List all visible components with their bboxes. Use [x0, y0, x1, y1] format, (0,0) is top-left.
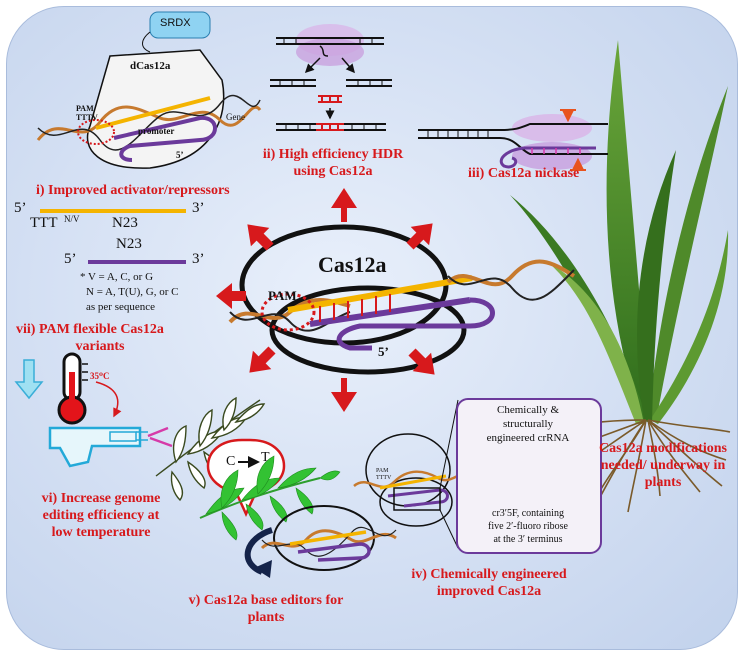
caption-vi-line1: vi) Increase genome — [41, 491, 161, 506]
box-line1: Chemically & — [496, 404, 559, 416]
target-strand — [287, 275, 473, 313]
center-pam-label: PAM — [268, 288, 297, 303]
box-line3: engineered crRNA — [486, 432, 570, 444]
seq-top-ttt: TTT — [30, 215, 58, 231]
box-line4: cr3′5F, containing — [492, 508, 564, 519]
ct-to: T — [261, 450, 270, 465]
seq-top-n23: N23 — [112, 215, 138, 231]
five-prime-i: 5’ — [176, 150, 184, 160]
ct-from: C — [226, 454, 236, 469]
seq-note2: N = A, T(U), G, or C — [86, 286, 179, 298]
caption-v-line2: plants — [247, 610, 285, 625]
box-line6: at the 3′ terminus — [493, 534, 563, 545]
arrow-up — [331, 188, 357, 222]
seq-top-nv: N/V — [64, 214, 80, 224]
temperature-label: 35⁰C — [90, 371, 110, 381]
leaf-blade — [648, 86, 728, 422]
crrna-strand — [113, 115, 217, 162]
gun-icon — [48, 426, 142, 468]
center-five-prime: 5’ — [378, 344, 389, 359]
plant-illustration — [510, 40, 731, 513]
seq-note1: * V = A, C, or G — [80, 271, 154, 283]
leaf-sketch — [155, 396, 266, 502]
target-strand — [95, 96, 211, 130]
right-caption-line1: Cas12a modifications — [599, 441, 727, 456]
caption-vii-line1: vii) PAM flexible Cas12a — [16, 322, 164, 337]
seq-top-3: 3’ — [192, 200, 205, 216]
small-pam-label: PAM — [376, 468, 389, 474]
dna-strand — [447, 269, 575, 301]
caption-v-line1: v) Cas12a base editors for — [188, 593, 344, 608]
arrow-down-right — [408, 348, 435, 375]
srdx-box — [149, 11, 211, 39]
right-caption-line2: needed/ underway in — [600, 458, 726, 473]
seq-note3: as per sequence — [86, 301, 156, 313]
pam-highlight — [77, 119, 115, 145]
dna-strand — [36, 105, 262, 141]
crrna-loop — [336, 297, 495, 351]
srdx-linker — [142, 31, 151, 53]
caption-vi-line2: editing efficiency at — [42, 508, 160, 523]
dna-strand — [37, 94, 261, 151]
small-tttv-label: TTTV — [376, 475, 392, 481]
caption-ii-line1: ii) High efficiency HDR — [262, 147, 404, 162]
caption-iv-line2: improved Cas12a — [436, 584, 542, 599]
base-pairs — [319, 294, 391, 322]
heat-arrow — [95, 381, 122, 418]
center-complex — [228, 224, 576, 375]
seq-bot-n23: N23 — [116, 236, 142, 252]
seq-bot-5: 5’ — [64, 251, 77, 267]
panel-ii-illustration — [270, 24, 392, 131]
arrow-down-left — [249, 346, 276, 373]
dna-strand — [446, 259, 576, 287]
seq-bot-3: 3’ — [192, 251, 205, 267]
dcas12a-label: dCas12a — [130, 60, 171, 72]
box-line5: five 2′-fluoro ribose — [488, 521, 568, 532]
green-leaf — [205, 455, 341, 541]
panel-v-illustration — [199, 438, 397, 578]
arrow-up-right — [406, 223, 433, 250]
promoter-label: promoter — [138, 126, 175, 136]
arrow-left — [216, 283, 246, 309]
leaf-blade — [637, 150, 676, 424]
leaf-blade — [548, 262, 644, 424]
arrow-down — [331, 378, 357, 412]
arrow-up-left — [247, 224, 274, 251]
caption-vi-line3: low temperature — [51, 525, 151, 540]
caption-vii-line2: variants — [75, 339, 125, 354]
tttv-label: TTTV — [76, 113, 98, 122]
callout-bubble — [206, 438, 286, 518]
pam-sequence-lines — [40, 209, 186, 264]
caption-iv-line1: iv) Chemically engineered — [411, 567, 567, 582]
panel-iii-illustration — [418, 109, 608, 171]
gene-label: Gene — [226, 112, 245, 122]
panel-i-illustration — [36, 11, 262, 169]
box-line2: structurally — [502, 418, 554, 430]
pam-highlight — [260, 292, 316, 332]
caption-iii: iii) Cas12a nickase — [468, 166, 580, 181]
cold-arrow — [14, 359, 44, 400]
srdx-label: SRDX — [160, 17, 191, 29]
plant-roots — [551, 419, 731, 513]
radiating-arrows — [216, 188, 435, 412]
caption-i: i) Improved activator/repressors — [36, 183, 230, 198]
caption-ii-line2: using Cas12a — [293, 164, 373, 179]
panel-vi-illustration — [14, 352, 266, 502]
cas12a-outline-bottom — [269, 285, 467, 375]
pam-label-i: PAM — [76, 104, 94, 113]
cas12a-title: Cas12a — [318, 252, 387, 277]
seq-top-5: 5’ — [14, 200, 27, 216]
right-caption-line3: plants — [644, 475, 682, 490]
crrna-info-box — [456, 398, 602, 554]
